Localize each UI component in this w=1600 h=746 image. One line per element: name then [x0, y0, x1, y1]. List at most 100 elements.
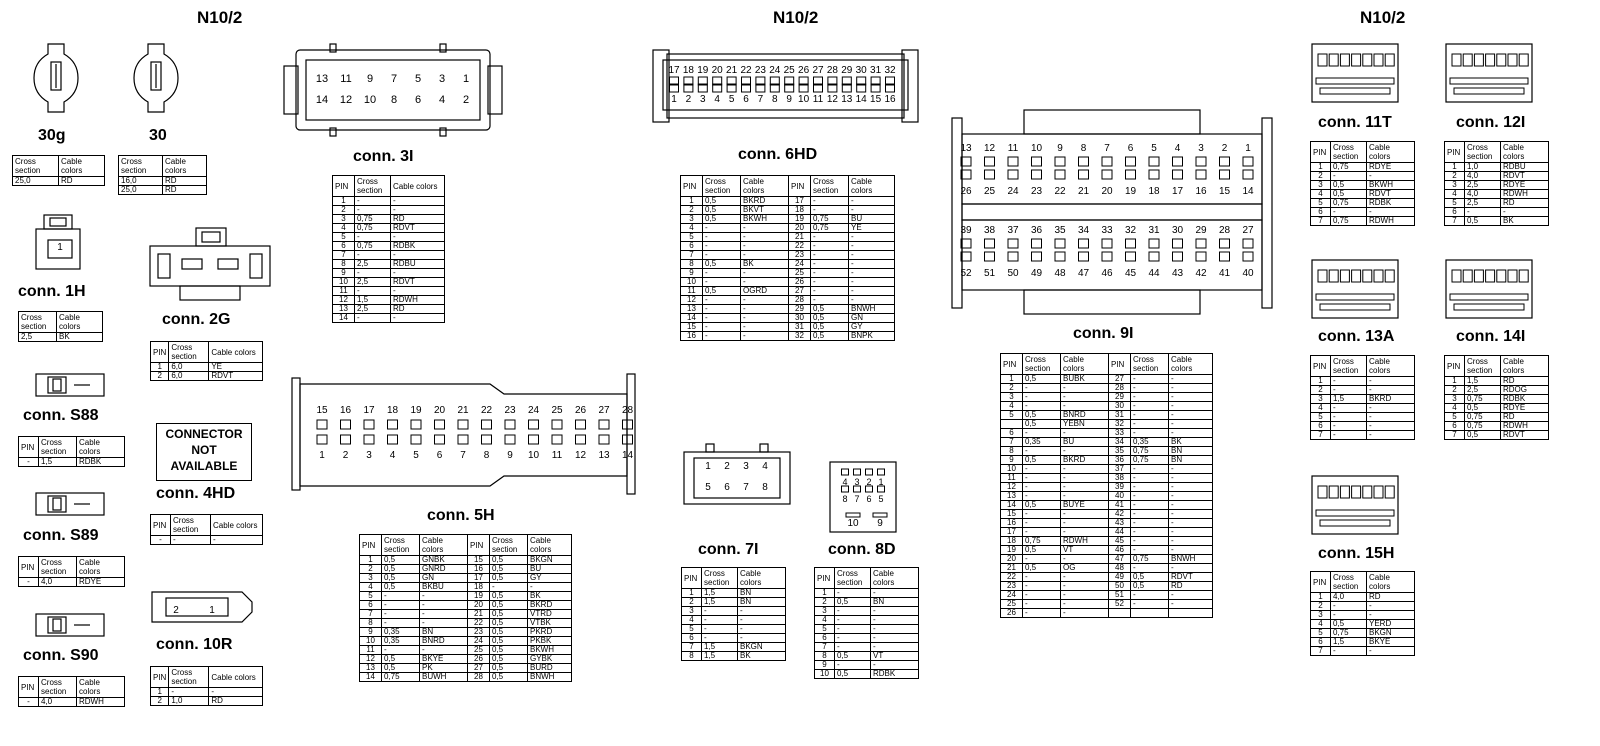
header-cross: Cross section [1330, 141, 1367, 163]
table-row: 5--21-- [680, 232, 895, 242]
header-pin: PIN [681, 567, 702, 589]
table-cell: - [1130, 590, 1169, 600]
pin-label-9i: 30 [1171, 225, 1184, 236]
pin-label-6hd: 21 [726, 65, 738, 76]
pin-cavity [1172, 238, 1183, 249]
terminal-slot [1362, 53, 1373, 67]
label-30g: 30g [38, 127, 66, 144]
terminal-slot [1518, 53, 1529, 67]
table-cell: - [848, 277, 895, 287]
pin-label-8d: 1 [878, 477, 884, 487]
header-pin: PIN [1444, 355, 1465, 377]
pin-cavity [984, 251, 995, 262]
table-cell: - [702, 331, 741, 341]
terminal-slot [1384, 485, 1395, 499]
pin-label-9i: 17 [1171, 186, 1184, 197]
header-pin: PIN [788, 175, 811, 197]
pin-label-6hd: 27 [812, 65, 824, 76]
table-cell: 0,5 [702, 259, 741, 269]
conn-10r-drawing [151, 591, 253, 623]
header-cable: Cable colors [208, 341, 264, 363]
pin-cavity [960, 251, 972, 262]
pin-label-5h: 25 [551, 405, 563, 416]
pin-cavity [1078, 251, 1089, 262]
header-cable: Cable colors [1366, 355, 1415, 377]
pin-cavity [1054, 251, 1066, 262]
pin-cavity [1195, 156, 1207, 167]
pin-cavity [841, 76, 852, 86]
header-cross: Cross section [1330, 571, 1367, 593]
table-cell: - [1060, 590, 1109, 600]
pin-label-9i: 16 [1195, 186, 1207, 197]
table-row: 26-- [1000, 608, 1213, 618]
pin-label-6hd: 18 [682, 65, 694, 76]
table-cell: - [1022, 392, 1061, 402]
header-cross: Cross section [701, 567, 738, 589]
label-11t: conn. 11T [1318, 114, 1392, 131]
pin-cavity [1148, 169, 1160, 180]
pin-label-9i: 33 [1101, 225, 1113, 236]
conn-8d-drawing [829, 461, 897, 533]
terminal-slot [1339, 53, 1350, 67]
table-cell: 7 [1444, 216, 1465, 226]
table-cell: 0,5 [1022, 455, 1061, 465]
table-cell: RD [58, 176, 105, 186]
pin-label-3i: 3 [438, 73, 446, 85]
header-pin: PIN [680, 175, 703, 197]
pin-cavity [984, 156, 995, 167]
header-cross: Cross section [118, 155, 163, 177]
pin-cavity [1148, 156, 1160, 167]
table-cell: - [1130, 482, 1169, 492]
table-cell: 52 [1108, 599, 1131, 609]
table-cell: - [1022, 473, 1061, 483]
pin-cavity [726, 83, 737, 93]
header-cable: Cable colors [210, 514, 263, 536]
pin-cavity [1031, 238, 1042, 249]
table-cell: RDWH [1366, 216, 1415, 226]
table-cell: - [1022, 509, 1061, 519]
pin-label-5h: 21 [457, 405, 469, 416]
pin-label-9i: 18 [1148, 186, 1160, 197]
pin-label-8d: 6 [866, 494, 872, 504]
table-cell: 26 [1000, 608, 1023, 618]
table-row: 15--42-- [1000, 509, 1213, 519]
pin-label-9i: 50 [1007, 268, 1019, 279]
table-cell: - [390, 313, 445, 323]
table-cell: BKRD [1366, 394, 1415, 404]
header-center: N10/2 [773, 8, 819, 27]
pin-label-6hd: 14 [855, 94, 867, 105]
table-cell: 0,5 [1464, 216, 1501, 226]
pin-cavity [598, 419, 610, 430]
table-cell: - [1168, 527, 1213, 537]
table-cell: 0,5 [1464, 430, 1501, 440]
table-cell: 0,75 [1130, 455, 1169, 465]
table-cell: - [354, 313, 391, 323]
housing-rib [1319, 87, 1391, 95]
pin-label-8d: 3 [854, 477, 860, 487]
pin-cavity [316, 419, 328, 430]
table-cell: - [740, 331, 789, 341]
pin-cavity [434, 434, 445, 445]
pin-cavity [551, 419, 563, 430]
table-row: 6-- [1444, 207, 1549, 217]
pin-cavity [827, 76, 838, 86]
header-cross: Cross section [168, 341, 210, 363]
table-row: 3-- [814, 606, 919, 616]
housing-rib [1319, 519, 1391, 527]
